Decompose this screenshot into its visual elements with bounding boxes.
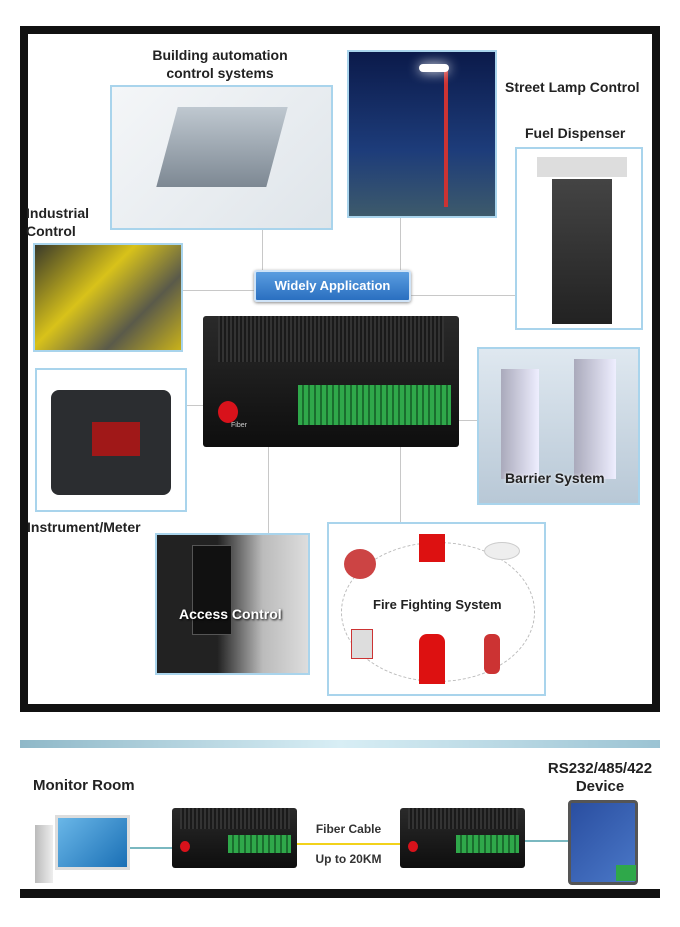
- building-model: [156, 107, 288, 187]
- fiber-converter-left: [172, 808, 297, 868]
- smoke-detector-icon: [484, 542, 520, 560]
- fiber-cable-line: [297, 843, 400, 845]
- fiber-port: [407, 841, 418, 852]
- instrument-meter-label: Instrument/Meter: [27, 519, 141, 535]
- street-lamp-image: [347, 50, 497, 218]
- connector-line: [400, 218, 401, 270]
- connector-line: [183, 290, 254, 291]
- cable-line: [130, 847, 172, 849]
- fiber-cable-label: Fiber Cable: [315, 822, 382, 836]
- monitor-room-label: Monitor Room: [33, 777, 135, 794]
- meter-display: [92, 422, 140, 456]
- barrier-system-image: Barrier System: [477, 347, 640, 505]
- fuel-dispenser-image: [515, 147, 643, 330]
- terminal-blocks: [456, 835, 519, 853]
- label-line: Building automation: [152, 47, 288, 63]
- distance-label: Up to 20KM: [315, 852, 382, 866]
- instrument-meter-image: [35, 368, 187, 512]
- dispenser-canopy: [537, 157, 627, 177]
- fiber-port: [218, 401, 239, 424]
- fiber-converter-device: Fiber: [203, 316, 459, 447]
- fire-bell-icon: [344, 549, 376, 579]
- pressure-gauge-icon: [351, 629, 373, 659]
- fuel-dispenser-label: Fuel Dispenser: [525, 125, 626, 141]
- industrial-robot-image: [33, 243, 183, 352]
- connector-line: [400, 447, 401, 522]
- connector-line: [459, 420, 477, 421]
- access-keypad: [192, 545, 232, 635]
- heatsink-fins: [218, 316, 444, 362]
- lamp-light: [419, 64, 449, 72]
- barrier-post: [501, 369, 539, 479]
- access-control-image: Access Control: [155, 533, 310, 675]
- heatsink-fins: [407, 808, 518, 829]
- widely-application-button: Widely Application: [254, 270, 411, 302]
- cable-line: [525, 840, 570, 842]
- label-line: Control: [26, 223, 76, 239]
- barrier-post: [574, 359, 616, 479]
- fire-alarm-icon: [419, 534, 445, 562]
- lamp-pole: [444, 67, 448, 207]
- label-line: Device: [575, 778, 625, 795]
- connector-line: [411, 295, 515, 296]
- bottom-panel-top-strip: [20, 740, 660, 748]
- barrier-system-label: Barrier System: [505, 470, 605, 486]
- terminal-block: [616, 865, 636, 881]
- building-automation-image: [110, 85, 333, 230]
- label-line: Industrial: [26, 205, 90, 221]
- label-line: RS232/485/422: [547, 760, 653, 777]
- heatsink-fins: [179, 808, 290, 829]
- connector-line: [268, 447, 269, 533]
- fire-pump-icon: [419, 634, 445, 684]
- fiber-port-label: Fiber: [231, 422, 247, 429]
- connector-line: [187, 405, 203, 406]
- access-control-label: Access Control: [179, 606, 282, 622]
- terminal-blocks: [228, 835, 291, 853]
- fiber-port: [179, 841, 190, 852]
- sprinkler-icon: [484, 634, 500, 674]
- building-automation-label: Building automation control systems: [110, 46, 330, 82]
- street-lamp-label: Street Lamp Control: [505, 79, 640, 95]
- connector-line: [262, 230, 263, 270]
- dispenser-body: [552, 179, 612, 324]
- fire-fighting-label: Fire Fighting System: [373, 597, 502, 612]
- pc-tower: [35, 825, 53, 883]
- fire-fighting-image: Fire Fighting System: [327, 522, 546, 696]
- fiber-converter-right: [400, 808, 525, 868]
- label-line: control systems: [166, 65, 274, 81]
- monitor-image: [55, 815, 130, 870]
- rs232-device-image: [568, 800, 638, 885]
- terminal-blocks: [297, 385, 452, 425]
- bottom-panel-bottom-border: [20, 889, 660, 898]
